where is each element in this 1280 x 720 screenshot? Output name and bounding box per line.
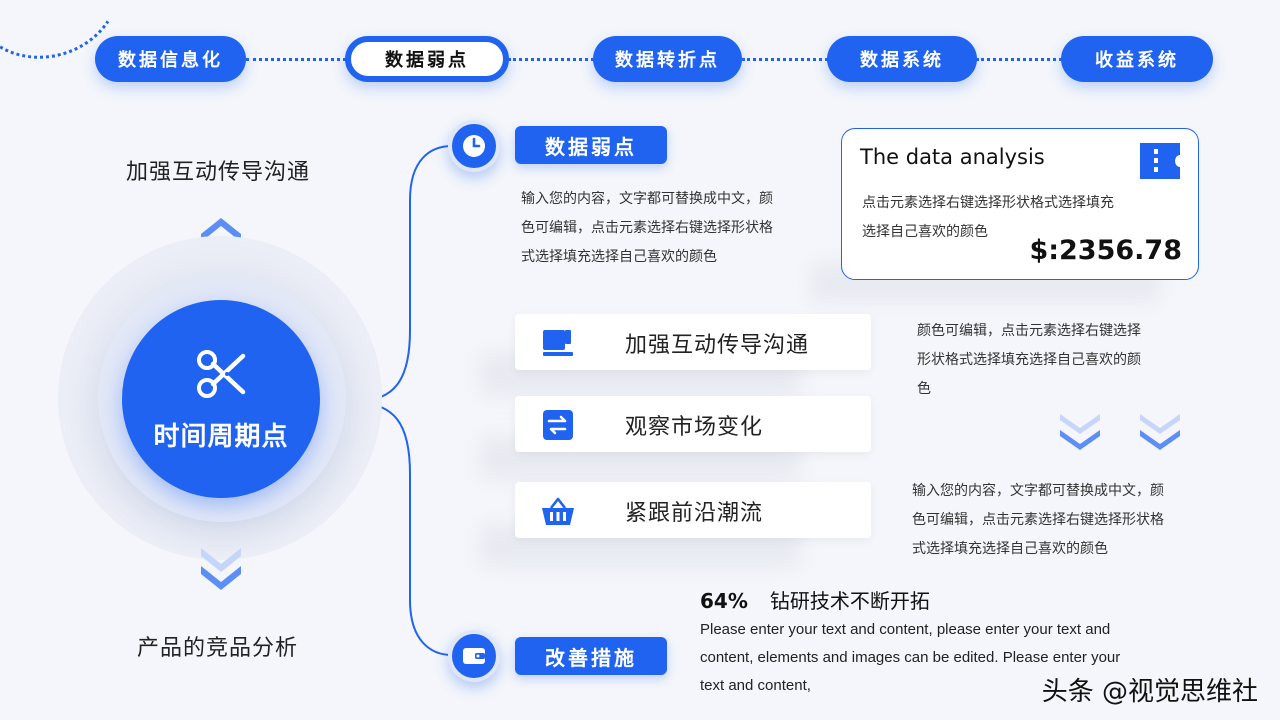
list-item[interactable]: 紧跟前沿潮流 [515, 482, 871, 538]
paint-roller-icon [543, 330, 573, 356]
chevron-down-icon [201, 548, 241, 590]
swap-arrows-icon [543, 410, 573, 440]
nav-step-2-active[interactable]: 数据弱点 [345, 36, 509, 82]
hub-title: 时间周期点 [153, 421, 289, 452]
chevron-down-icon [1140, 414, 1180, 450]
branch-top-tag[interactable]: 数据弱点 [515, 126, 667, 164]
nav-connector [976, 58, 1062, 61]
watermark: 头条 @视觉思维社 [1041, 677, 1258, 707]
ticket-icon [1140, 143, 1180, 179]
scissors-icon [197, 349, 246, 398]
stat-label: 钻研技术不断开拓 [769, 589, 930, 613]
branch-bottom-tag[interactable]: 改善措施 [515, 637, 667, 675]
nav-step-4[interactable]: 数据系统 [827, 36, 977, 82]
wallet-icon [463, 648, 485, 664]
branch-bottom-badge [448, 630, 500, 682]
branch-top-text: 输入您的内容，文字都可替换成中文，颜 色可编辑，点击元素选择右键选择形状格 式选… [521, 191, 773, 265]
list-item-label: 加强互动传导沟通 [625, 333, 810, 358]
nav-connector [246, 58, 346, 61]
clock-icon [463, 135, 485, 157]
list-item-label: 观察市场变化 [625, 415, 764, 440]
basket-icon [542, 497, 574, 525]
english-text: Please enter your text and content, plea… [700, 621, 1121, 694]
branch-top-badge [448, 120, 500, 172]
card-text: 点击元素选择右键选择形状格式选择填充 选择自己喜欢的颜色 [862, 195, 1114, 240]
nav-connector [508, 58, 594, 61]
chevron-down-icon [1060, 414, 1100, 450]
data-analysis-card: The data analysis 点击元素选择右键选择形状格式选择填充 选择自… [841, 128, 1199, 280]
hub-core[interactable]: 时间周期点 [122, 300, 320, 498]
nav-step-1[interactable]: 数据信息化 [95, 36, 246, 82]
stat-line: 64% 钻研技术不断开拓 [700, 585, 930, 614]
card-title: The data analysis [860, 145, 1045, 169]
nav-connector [742, 58, 828, 61]
stat-value: 64% [700, 589, 748, 613]
hub-bottom-label: 产品的竞品分析 [137, 636, 299, 661]
list-item[interactable]: 加强互动传导沟通 [515, 314, 871, 370]
card-price: $:2356.78 [1029, 235, 1182, 266]
right-text-1: 颜色可编辑，点击元素选择右键选择 形状格式选择填充选择自己喜欢的颜 色 [917, 323, 1141, 397]
hub-top-label: 加强互动传导沟通 [126, 160, 311, 185]
nav-step-3[interactable]: 数据转折点 [593, 36, 742, 82]
list-item-label: 紧跟前沿潮流 [625, 501, 764, 526]
nav-step-5[interactable]: 收益系统 [1061, 36, 1213, 82]
right-text-2: 输入您的内容，文字都可替换成中文，颜 色可编辑，点击元素选择右键选择形状格 式选… [912, 483, 1164, 557]
list-item[interactable]: 观察市场变化 [515, 396, 871, 452]
